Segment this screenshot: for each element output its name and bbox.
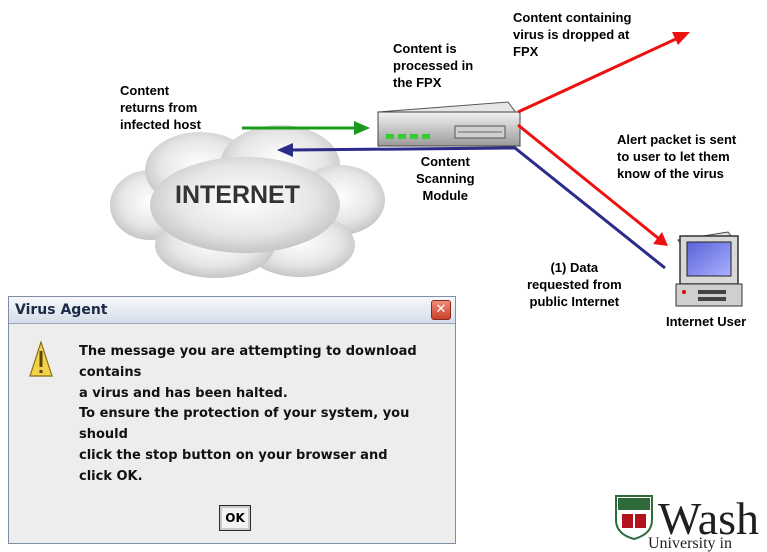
label-alert-packet: Alert packet is sent to user to let them… — [617, 132, 737, 181]
label-content-returns: Content returns from infected host — [120, 83, 201, 132]
university-wordmark: Wash — [658, 493, 760, 544]
virus-agent-dialog: Virus Agent ✕ The message you are attemp… — [8, 296, 456, 544]
pc-icon — [675, 231, 743, 307]
ok-button[interactable]: OK — [219, 505, 251, 531]
internet-cloud — [110, 125, 385, 278]
university-shield-icon — [615, 495, 653, 540]
label-internet-user: Internet User — [666, 314, 747, 329]
close-button[interactable]: ✕ — [431, 300, 451, 320]
red-arrow-alert — [517, 123, 668, 246]
red-arrow-drop — [517, 32, 690, 114]
university-subtext: University in — [648, 535, 732, 552]
dialog-message-2: To ensure the protection of your system,… — [79, 406, 410, 484]
dialog-message-1: The message you are attempting to downlo… — [79, 344, 417, 401]
fpx-device — [377, 101, 521, 147]
warning-icon — [29, 341, 53, 377]
blue-arrow — [277, 143, 666, 270]
green-arrow — [242, 121, 370, 135]
label-content-processed: Content is processed in the FPX — [393, 41, 474, 90]
label-data-requested: (1) Data requested from public Internet — [527, 260, 622, 309]
label-content-dropped: Content containing virus is dropped at F… — [513, 10, 632, 59]
dialog-titlebar[interactable]: Virus Agent ✕ — [9, 297, 455, 324]
dialog-title: Virus Agent — [15, 302, 108, 318]
internet-label: INTERNET — [175, 181, 300, 209]
label-scanning-module: Content Scanning Module — [416, 154, 475, 203]
